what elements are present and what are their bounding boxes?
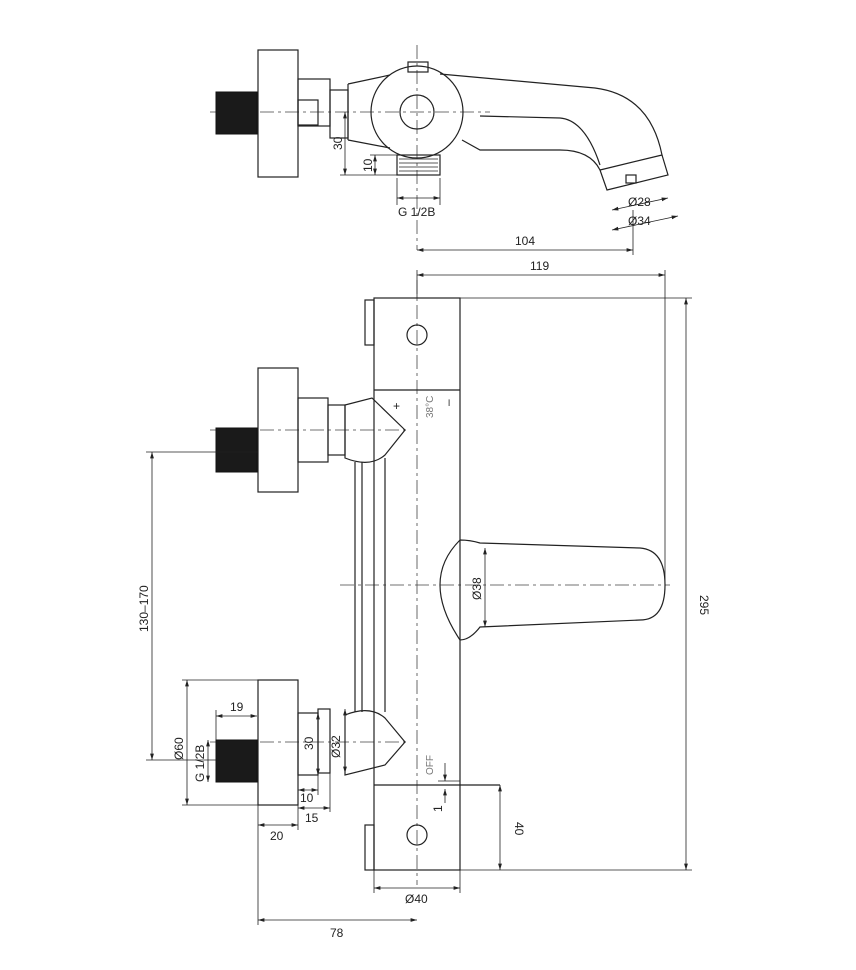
inlet-thread [215, 91, 258, 135]
top-view: Ø28 Ø34 30 10 G 1/2B 104 [210, 45, 679, 255]
dim-15: 15 [305, 811, 319, 825]
temp-minus: – [441, 399, 455, 406]
dim-10: 10 [361, 158, 375, 172]
outlet-thread [396, 154, 441, 176]
lever [439, 539, 666, 641]
temp-knob-screw [406, 324, 428, 346]
body-circle [370, 65, 464, 159]
dim-78: 78 [330, 926, 344, 940]
dim-19: 19 [230, 700, 244, 714]
dim-d38: Ø38 [470, 577, 484, 600]
dim-d28: Ø28 [628, 195, 651, 209]
dim-d34: Ø34 [628, 214, 651, 228]
dim-295: 295 [697, 595, 711, 615]
dim-thread: G 1/2B [398, 205, 435, 219]
dim-119: 119 [530, 259, 549, 273]
front-view: + 38°C – OFF 119 295 130–170 Ø60 19 G 1/… [137, 259, 711, 940]
spout [439, 73, 663, 171]
dim-range: 130–170 [137, 585, 151, 632]
wall-flange [257, 49, 299, 178]
temp-label: 38°C [425, 396, 436, 418]
dim-30-front: 30 [302, 736, 316, 750]
dim-20: 20 [270, 829, 284, 843]
dim-d40-width: Ø40 [405, 892, 428, 906]
dim-104: 104 [515, 234, 535, 248]
flow-knob-screw [406, 824, 428, 846]
temp-plus: + [393, 399, 400, 413]
dim-thread-front: G 1/2B [193, 745, 207, 782]
dim-40-height: 40 [512, 822, 526, 836]
dim-d60: Ø60 [172, 737, 186, 760]
off-label: OFF [425, 755, 436, 775]
dim-1: 1 [431, 805, 445, 812]
dim-10-front: 10 [300, 791, 314, 805]
dim-d32: Ø32 [329, 735, 343, 758]
dim-30: 30 [331, 136, 345, 150]
